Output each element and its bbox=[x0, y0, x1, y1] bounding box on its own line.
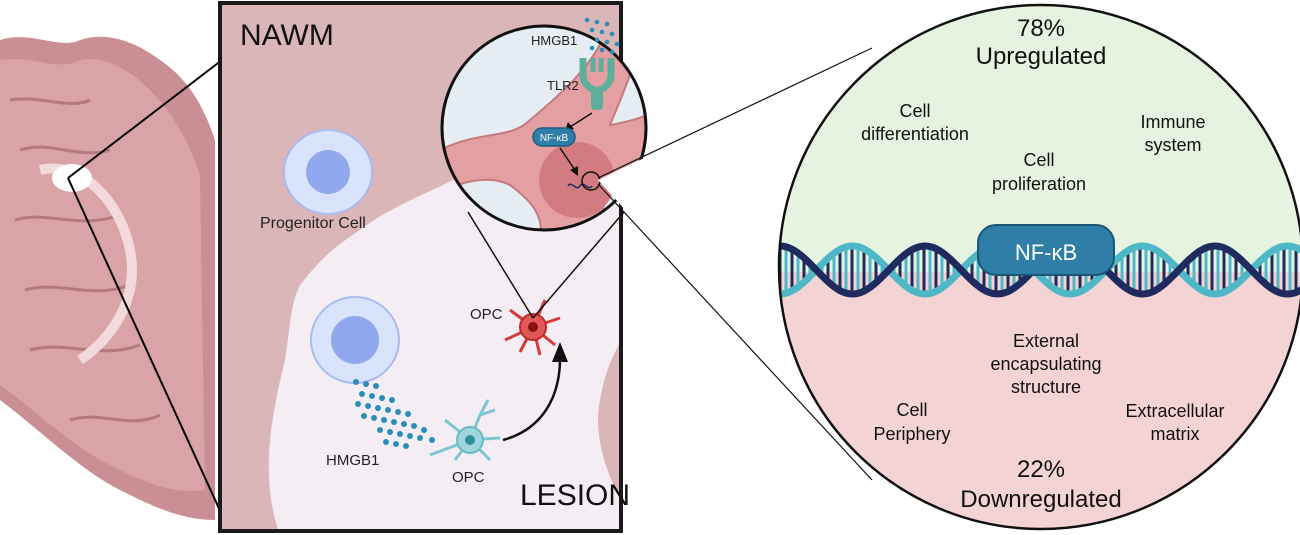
down-label: Downregulated bbox=[960, 486, 1121, 513]
progenitor-cell-label: Progenitor Cell bbox=[260, 215, 366, 232]
hmgb1-dot bbox=[355, 401, 361, 407]
hmgb1-dot bbox=[391, 419, 397, 425]
up-label: Upregulated bbox=[976, 43, 1107, 70]
inset-hmgb1-dot bbox=[594, 19, 600, 25]
down-percent: 22% bbox=[1017, 456, 1065, 483]
hmgb1-dot bbox=[417, 435, 423, 441]
term-cell-periphery-2: Periphery bbox=[873, 424, 950, 444]
term-external-1: External bbox=[1013, 331, 1079, 351]
hmgb1-dot bbox=[361, 413, 367, 419]
inset-hmgb1-dot bbox=[589, 45, 595, 51]
inset-nfkb-label: NF-κB bbox=[540, 133, 569, 144]
hmgb1-dot bbox=[411, 423, 417, 429]
inset-hmgb1-dots bbox=[584, 17, 620, 55]
hmgb1-dot bbox=[373, 383, 379, 389]
hmgb1-dot bbox=[353, 379, 359, 385]
hmgb1-dot bbox=[365, 403, 371, 409]
hmgb1-dot bbox=[359, 391, 365, 397]
progenitor-cell-icon bbox=[283, 129, 373, 215]
inset-hmgb1-dot bbox=[609, 49, 615, 55]
term-cell-differentiation-1: Cell bbox=[899, 101, 930, 121]
hmgb1-dot bbox=[401, 421, 407, 427]
dna-strand-light bbox=[779, 242, 1300, 298]
inset-hmgb1-dot bbox=[584, 17, 590, 23]
hmgb1-dot bbox=[397, 431, 403, 437]
nfkb-label: NF-κB bbox=[1015, 240, 1077, 265]
nawm-label: NAWM bbox=[240, 19, 334, 52]
hmgb1-dot bbox=[385, 407, 391, 413]
inset-hmgb1-dot bbox=[604, 21, 610, 27]
opc-teal-icon bbox=[429, 399, 501, 462]
inset-hmgb1-dot bbox=[614, 41, 620, 47]
hmgb1-dot bbox=[387, 429, 393, 435]
hmgb1-dot bbox=[369, 393, 375, 399]
opc-label-top: OPC bbox=[470, 306, 503, 323]
term-immune-system-2: system bbox=[1144, 135, 1201, 155]
hmgb1-dot bbox=[381, 417, 387, 423]
signal-arrow-2 bbox=[559, 147, 578, 176]
hmgb1-dot bbox=[383, 439, 389, 445]
term-external-3: structure bbox=[1011, 377, 1081, 397]
inset-nfkb-pill bbox=[532, 127, 576, 147]
brain-section-illustration bbox=[0, 36, 215, 521]
term-extracellular-2: matrix bbox=[1151, 424, 1200, 444]
term-cell-differentiation-2: differentiation bbox=[861, 124, 969, 144]
inset-hmgb1-dot bbox=[599, 29, 605, 35]
hmgb1-dot bbox=[363, 381, 369, 387]
hmgb1-dot bbox=[429, 437, 435, 443]
hmgb1-dots bbox=[353, 379, 435, 449]
hmgb1-dot bbox=[405, 411, 411, 417]
lesion-progenitor-cell-icon bbox=[310, 296, 400, 384]
term-immune-system-1: Immune bbox=[1140, 112, 1205, 132]
inset-hmgb1-dot bbox=[604, 39, 610, 45]
tlr2-receptor-icon bbox=[579, 58, 615, 110]
hmgb1-dot bbox=[393, 441, 399, 447]
term-extracellular-1: Extracellular bbox=[1125, 401, 1224, 421]
inset-hmgb1-label: HMGB1 bbox=[531, 33, 577, 48]
hmgb1-dot bbox=[403, 443, 409, 449]
inset-hmgb1-dot bbox=[599, 47, 605, 53]
hmgb1-dot bbox=[379, 395, 385, 401]
tlr2-label: TLR2 bbox=[547, 78, 579, 93]
hmgb1-dot bbox=[389, 397, 395, 403]
term-cell-periphery-1: Cell bbox=[896, 400, 927, 420]
opc-red-icon bbox=[504, 299, 561, 356]
up-percent: 78% bbox=[1017, 15, 1065, 42]
hmgb1-label-lesion: HMGB1 bbox=[326, 452, 379, 469]
nfkb-pill bbox=[977, 224, 1115, 276]
hmgb1-dot bbox=[375, 405, 381, 411]
zoom-lines-inset bbox=[467, 211, 625, 319]
inset-hmgb1-dot bbox=[589, 27, 595, 33]
opc-label-bottom: OPC bbox=[452, 469, 485, 486]
lesion-label: LESION bbox=[520, 479, 630, 512]
term-external-2: encapsulating bbox=[990, 354, 1101, 374]
hmgb1-dot bbox=[377, 427, 383, 433]
differentiation-arrow bbox=[502, 342, 568, 442]
inset-hmgb1-dot bbox=[594, 37, 600, 43]
term-cell-proliferation-2: proliferation bbox=[992, 174, 1086, 194]
inset-hmgb1-dot bbox=[609, 31, 615, 37]
term-cell-proliferation-1: Cell bbox=[1023, 150, 1054, 170]
hmgb1-dot bbox=[395, 409, 401, 415]
lesion-region bbox=[268, 163, 621, 531]
hmgb1-dot bbox=[371, 415, 377, 421]
hmgb1-dot bbox=[407, 433, 413, 439]
hmgb1-dot bbox=[421, 427, 427, 433]
zoom-lines-left bbox=[67, 59, 223, 516]
